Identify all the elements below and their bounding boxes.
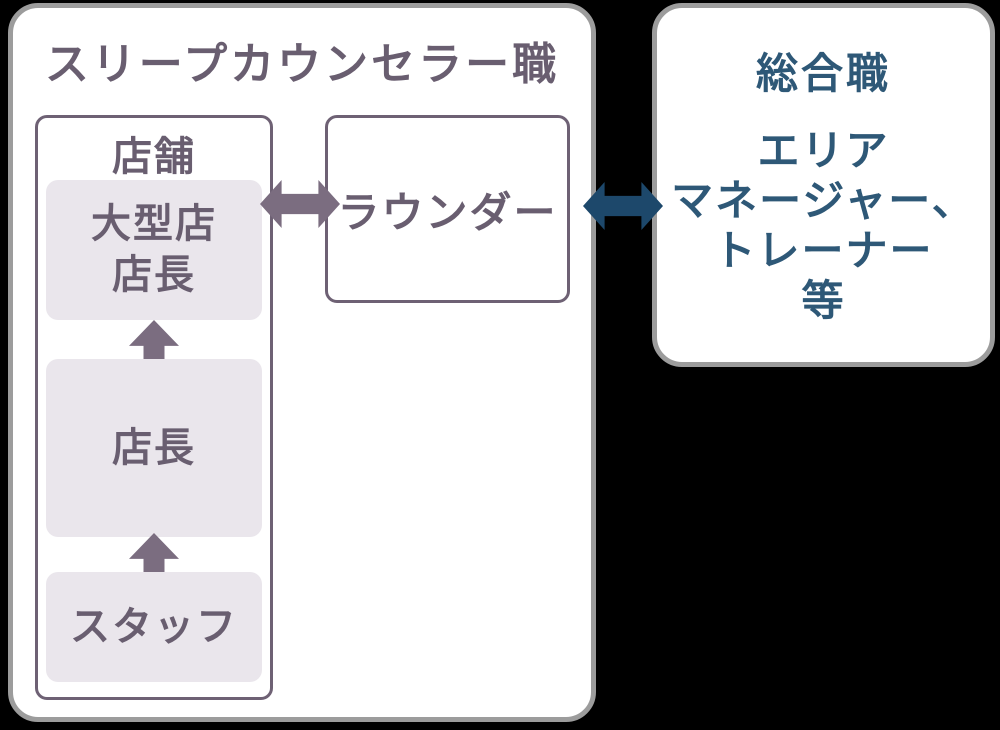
general-position-title: 総合職 xyxy=(755,49,891,98)
general-position-line: 等 xyxy=(801,276,846,325)
general-position-line: エリア xyxy=(757,126,890,175)
level-box-store-manager: 店長 xyxy=(46,359,262,537)
general-position-line: トレーナー xyxy=(713,226,934,275)
general-position-panel: 総合職 エリア マネージャー、 トレーナー 等 xyxy=(652,3,995,367)
general-position-line: マネージャー、 xyxy=(671,176,976,225)
sleep-counselor-title: スリープカウンセラー職 xyxy=(44,39,560,90)
store-group-title: 店舗 xyxy=(112,133,196,180)
level-box-staff: スタッフ xyxy=(46,572,262,682)
general-position-description: エリア マネージャー、 トレーナー 等 xyxy=(657,126,990,326)
level-box-large-store-manager: 大型店 店長 xyxy=(46,180,262,320)
store-group-box: 店舗 大型店 店長 店長 スタッフ xyxy=(35,115,273,700)
sleep-counselor-panel: スリープカウンセラー職 店舗 大型店 店長 店長 スタッフ ラウンダー xyxy=(8,3,596,722)
rounder-box: ラウンダー xyxy=(325,115,570,303)
